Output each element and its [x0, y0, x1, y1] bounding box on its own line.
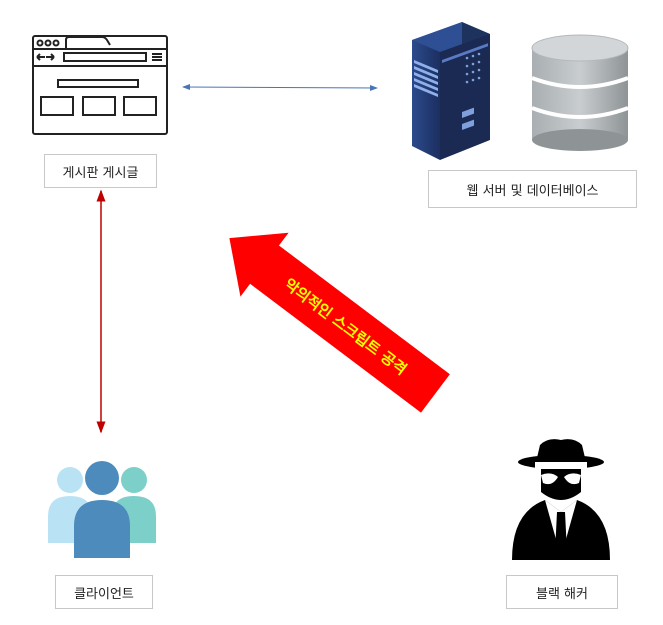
attack-arrow: 악의적인 스크립트 공격: [229, 232, 450, 413]
hacker-label: 블랙 해커: [506, 575, 618, 609]
board-server-connector: [182, 84, 378, 91]
client-label: 클라이언트: [55, 575, 153, 609]
board-label: 게시판 게시글: [44, 154, 157, 188]
hacker-spy-icon: [512, 439, 610, 560]
server-rack-icon: [412, 22, 490, 160]
server-label: 웹 서버 및 데이터베이스: [428, 170, 637, 208]
browser-window-icon: [32, 35, 168, 135]
users-group-icon: [48, 461, 156, 558]
attack-arrow-label: 악의적인 스크립트 공격: [281, 275, 410, 379]
database-icon: [531, 34, 629, 151]
